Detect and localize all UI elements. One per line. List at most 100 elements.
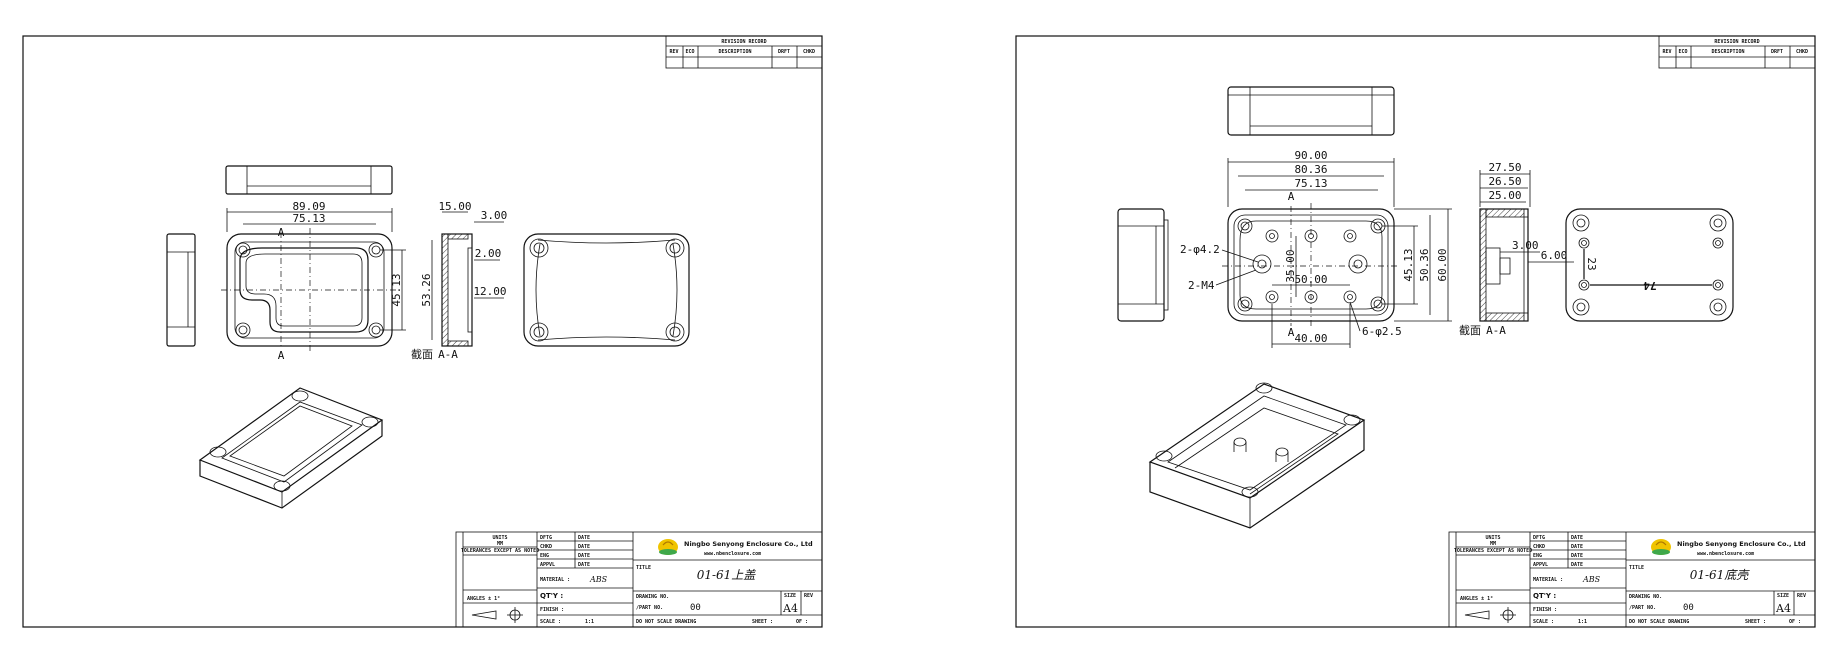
right-sign-dftg: DFTG: [1533, 535, 1545, 541]
left-tolerances: TOLERANCES EXCEPT AS NOTED: [461, 548, 539, 554]
left-company-website: www.nbenclosure.com: [704, 551, 761, 557]
left-dim-overall-width: 89.09: [292, 200, 325, 213]
left-scale: 1:1: [585, 619, 594, 625]
right-note: DO NOT SCALE DRAWING: [1629, 619, 1689, 625]
left-section-marker-top: A: [278, 226, 285, 239]
left-revision-header: REVISION RECORD: [721, 39, 766, 45]
right-back-dim-a: 23: [1585, 257, 1598, 270]
right-date-1: DATE: [1571, 535, 1583, 541]
left-qty-label: QT'Y :: [540, 592, 563, 600]
right-plan-dimensions: 90.00 80.36 75.13 50.00 40.00 35.00 45.1…: [1180, 149, 1452, 348]
right-section-marker-top: A: [1288, 190, 1295, 203]
right-back-dim-b: 74: [1643, 279, 1657, 292]
right-section-view: 27.50 26.50 25.00 3.00 6.00 截面 A-A: [1459, 161, 1574, 337]
left-title-block: UNITS MM TOLERANCES EXCEPT AS NOTED ANGL…: [455, 531, 823, 628]
left-top-side-view: [225, 165, 393, 195]
left-drft-col: DRFT: [778, 49, 790, 55]
right-title-block: UNITS MM TOLERANCES EXCEPT AS NOTED ANGL…: [1448, 531, 1816, 628]
left-scale-label: SCALE :: [540, 619, 561, 625]
right-scale: 1:1: [1578, 619, 1587, 625]
left-company-logo: [658, 539, 678, 555]
right-callout-holes: 2-φ4.2: [1180, 243, 1220, 256]
right-title: 01-61底壳: [1690, 568, 1751, 582]
right-dim-hole-spacing-x: 75.13: [1294, 177, 1327, 190]
right-dim-hole-spacing-y: 35.00: [1284, 249, 1297, 282]
right-dim-boss-height: 6.00: [1541, 249, 1568, 262]
left-date-2: DATE: [578, 544, 590, 550]
left-chkd-col: CHKD: [803, 49, 815, 55]
right-finish-label: FINISH :: [1533, 607, 1557, 613]
right-qty-label: QT'Y :: [1533, 592, 1556, 600]
right-end-view: [1117, 208, 1169, 322]
right-dim-section-inner: 26.50: [1488, 175, 1521, 188]
left-sheet: REVISION RECORD REV ECO DESCRIPTION DRFT…: [22, 35, 823, 628]
left-dim-lip: 2.00: [475, 247, 502, 260]
left-section-label: A-A: [438, 348, 458, 361]
right-desc-col: DESCRIPTION: [1711, 49, 1744, 55]
right-sign-chkd: CHKD: [1533, 544, 1545, 550]
right-callout-small-holes: 6-φ2.5: [1362, 325, 1402, 338]
left-units: UNITS: [492, 535, 507, 541]
right-mm: MM: [1490, 541, 1496, 547]
right-rev-label: REV: [1797, 593, 1806, 599]
left-mm: MM: [497, 541, 503, 547]
left-sign-dftg: DFTG: [540, 535, 552, 541]
right-material-label: MATERIAL :: [1533, 577, 1563, 583]
right-dim-section-floor: 25.00: [1488, 189, 1521, 202]
right-company-logo: [1651, 539, 1671, 555]
right-section-marker-bottom: A: [1288, 326, 1295, 339]
left-end-view: [166, 233, 196, 347]
left-sign-appvl: APPVL: [540, 562, 555, 568]
right-material: ABS: [1582, 575, 1601, 584]
right-dim-boss-offset: 3.00: [1512, 239, 1539, 252]
left-dim-hole-spacing-y: 45.13: [390, 273, 403, 306]
left-date-1: DATE: [578, 535, 590, 541]
left-desc-col: DESCRIPTION: [718, 49, 751, 55]
right-sheet-border: [1015, 35, 1816, 628]
left-revision-block: REVISION RECORD REV ECO DESCRIPTION DRFT…: [665, 35, 823, 69]
right-rev-col: REV: [1662, 49, 1671, 55]
right-drft-col: DRFT: [1771, 49, 1783, 55]
left-sign-eng: ENG: [540, 553, 549, 559]
right-part-label: /PART NO.: [1629, 605, 1656, 611]
right-of-label: OF :: [1789, 619, 1801, 625]
right-angle-tol: ANGLES ± 1°: [1460, 596, 1493, 602]
left-section-view: 15.00 3.00 2.00 12.00 截面 A-A: [411, 200, 507, 361]
left-material-label: MATERIAL :: [540, 577, 570, 583]
left-isometric-view: [198, 387, 384, 509]
right-date-3: DATE: [1571, 553, 1583, 559]
left-company-name: Ningbo Senyong Enclosure Co., Ltd: [684, 540, 813, 548]
left-dim-hole-spacing-x: 75.13: [292, 212, 325, 225]
right-dim-overall-height: 60.00: [1436, 248, 1449, 281]
right-dim-outer-hole-y: 45.13: [1402, 248, 1415, 281]
right-dim-inner-height: 50.36: [1418, 248, 1431, 281]
left-part-label: /PART NO.: [636, 605, 663, 611]
left-rev-label: REV: [804, 593, 813, 599]
right-revision-block: REVISION RECORD REV ECO DESCRIPTION DRFT…: [1658, 35, 1816, 69]
right-tolerances: TOLERANCES EXCEPT AS NOTED: [1454, 548, 1532, 554]
right-revision-header: REVISION RECORD: [1714, 39, 1759, 45]
left-underside-view: [523, 233, 690, 347]
left-section-marker-bottom: A: [278, 349, 285, 362]
right-part-no: 00: [1683, 603, 1694, 613]
left-material: ABS: [589, 575, 608, 584]
right-size-label: SIZE: [1777, 593, 1789, 599]
right-dim-overall-width: 90.00: [1294, 149, 1327, 162]
left-section-label-cjk: 截面: [411, 347, 433, 361]
left-dim-wall: 3.00: [481, 209, 508, 222]
left-drawing-label: DRAWING NO.: [636, 594, 669, 600]
right-dim-section-depth: 27.50: [1488, 161, 1521, 174]
right-top-side-view: [1227, 86, 1395, 136]
left-title-label: TITLE: [636, 565, 651, 571]
right-size: A4: [1775, 602, 1791, 615]
right-isometric-view: [1148, 382, 1366, 529]
right-dim-boss-spacing: 50.00: [1294, 273, 1327, 286]
right-chkd-col: CHKD: [1796, 49, 1808, 55]
right-company-name: Ningbo Senyong Enclosure Co., Ltd: [1677, 540, 1806, 548]
right-sign-eng: ENG: [1533, 553, 1542, 559]
left-dim-inner-depth: 12.00: [473, 285, 506, 298]
right-back-view: 23 74: [1565, 208, 1734, 322]
left-sheet-label: SHEET :: [752, 619, 773, 625]
right-date-2: DATE: [1571, 544, 1583, 550]
